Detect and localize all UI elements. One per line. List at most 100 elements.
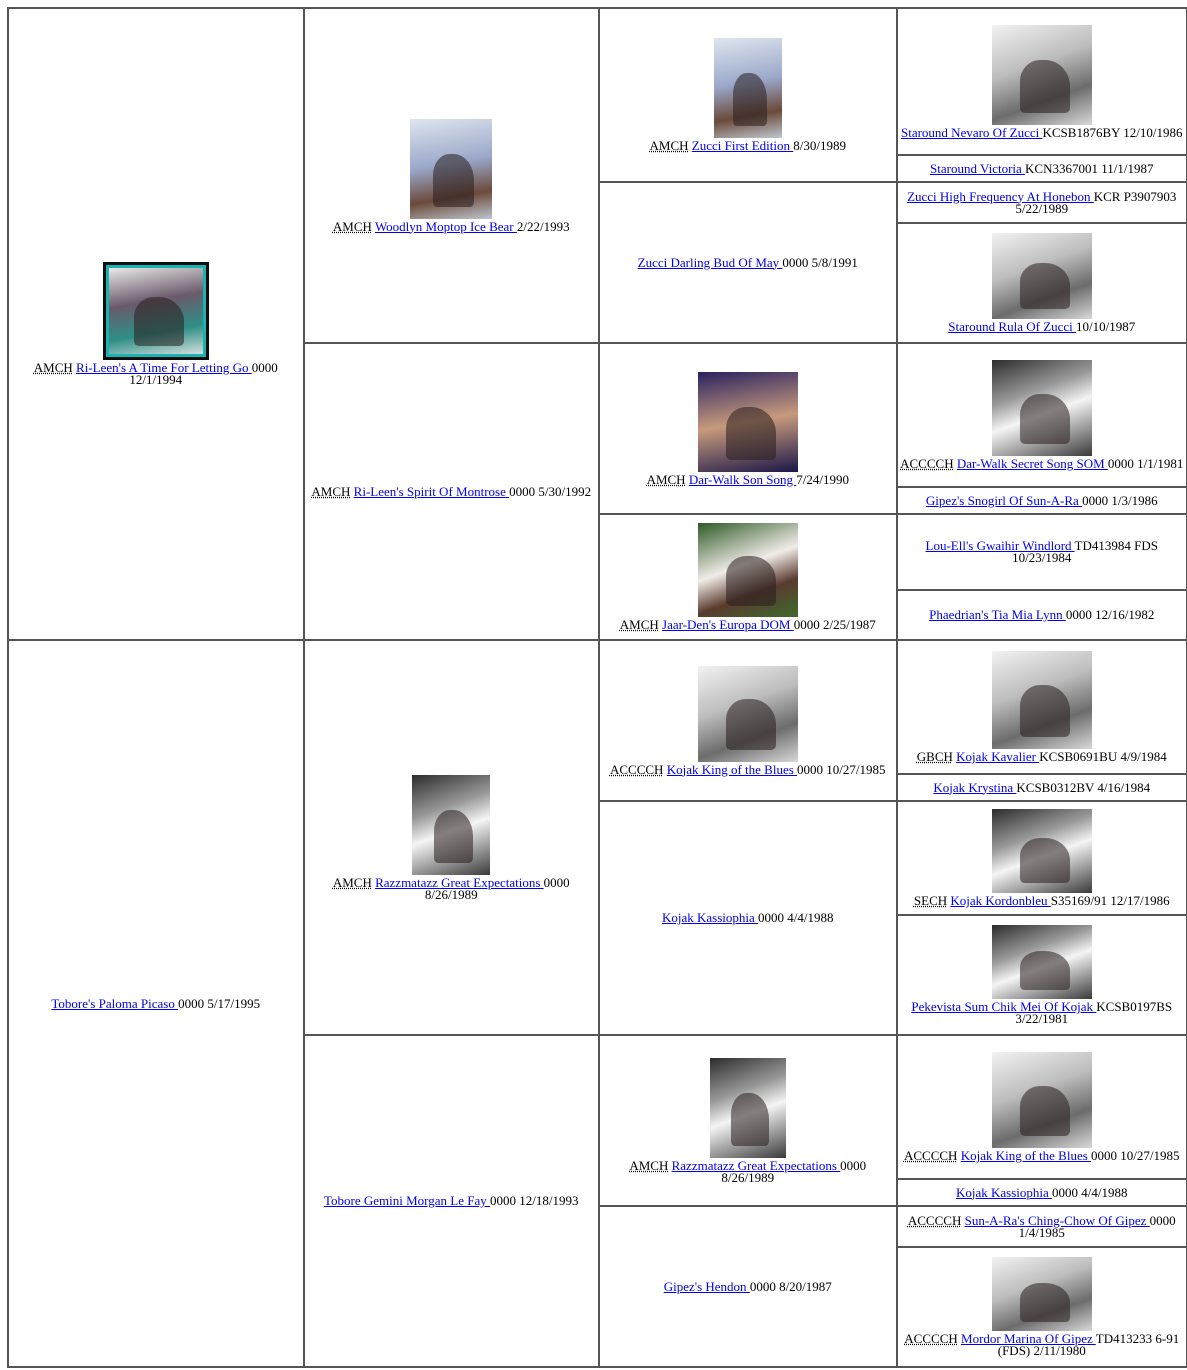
dog-photo[interactable] <box>991 233 1092 319</box>
pedigree-cell: Tobore's Paloma Picaso 0000 5/17/1995 <box>7 639 305 1368</box>
dog-info: 0000 5/8/1991 <box>782 254 858 270</box>
dog-info: 0000 4/4/1988 <box>758 910 834 925</box>
dog-link[interactable]: Gipez's Snogirl Of Sun-A-Ra <box>925 492 1083 508</box>
dog-info: 0000 12/16/1982 <box>1065 607 1155 622</box>
dog-photo[interactable] <box>709 1057 786 1158</box>
dog-link[interactable]: Staround Victoria <box>930 160 1026 176</box>
dog-info: 7/24/1990 <box>796 471 849 487</box>
pedigree-cell: Kojak Kassiophia 0000 4/4/1988 <box>895 1178 1187 1207</box>
dog-link[interactable]: Zucci First Edition <box>691 138 794 153</box>
dog-info: KCSB0312BV 4/16/1984 <box>1016 779 1151 795</box>
dog-link[interactable]: Mordor Marina Of Gipez <box>961 1331 1096 1346</box>
dog-info: 10/10/1987 <box>1076 319 1136 334</box>
dog-link[interactable]: Lou-Ell's Gwaihir Windlord <box>925 538 1075 553</box>
dog-link[interactable]: Woodlyn Moptop Ice Bear <box>374 218 517 234</box>
dog-link[interactable]: Kojak Kavalier <box>956 749 1040 764</box>
title-abbr: AMCH <box>619 617 659 632</box>
dog-link[interactable]: Kojak Kassiophia <box>661 910 759 925</box>
dog-link[interactable]: Tobore's Paloma Picaso <box>51 995 179 1011</box>
pedigree-cell: AMCH Razzmatazz Great Expectations 0000 … <box>598 1034 898 1207</box>
title-abbr: ACCCCH <box>907 1212 962 1228</box>
dog-link[interactable]: Sun-A-Ra's Ching-Chow Of Gipez <box>964 1212 1150 1228</box>
dog-link[interactable]: Razzmatazz Great Expectations <box>671 1157 841 1173</box>
dog-link[interactable]: Staround Rula Of Zucci <box>948 319 1077 334</box>
dog-info: 0000 5/17/1995 <box>178 995 261 1011</box>
dog-photo[interactable] <box>991 925 1092 999</box>
dog-link[interactable]: Ri-Leen's Spirit Of Montrose <box>353 483 510 499</box>
dog-link[interactable]: Ri-Leen's A Time For Letting Go <box>76 360 252 375</box>
dog-info: KCN3367001 11/1/1987 <box>1025 160 1154 176</box>
pedigree-cell: Zucci High Frequency At Honebon KCR P390… <box>895 181 1187 224</box>
pedigree-cell: Kojak Krystina KCSB0312BV 4/16/1984 <box>895 773 1187 802</box>
pedigree-cell: Gipez's Snogirl Of Sun-A-Ra 0000 1/3/198… <box>895 486 1187 515</box>
dog-photo[interactable] <box>991 651 1092 749</box>
title-abbr: ACCCCH <box>900 456 954 471</box>
dog-info: KCSB0197BS 3/22/1981 <box>1015 999 1173 1026</box>
dog-link[interactable]: Kojak King of the Blues <box>666 761 798 777</box>
pedigree-cell: AMCH Jaar-Den's Europa DOM 0000 2/25/198… <box>598 513 898 641</box>
dog-info: TD413984 FDS 10/23/1984 <box>1012 538 1158 565</box>
pedigree-cell: AMCH Woodlyn Moptop Ice Bear 2/22/1993 <box>302 7 600 344</box>
pedigree-cell: Zucci Darling Bud Of May 0000 5/8/1991 <box>598 181 898 344</box>
dog-photo[interactable] <box>412 774 491 875</box>
dog-link[interactable]: Pekevista Sum Chik Mei Of Kojak <box>911 999 1097 1014</box>
pedigree-cell: Staround Victoria KCN3367001 11/1/1987 <box>895 154 1187 183</box>
pedigree-cell: AMCH Dar-Walk Son Song 7/24/1990 <box>598 342 898 515</box>
dog-info: 0000 8/26/1989 <box>721 1157 867 1185</box>
title-abbr: SECH <box>913 893 948 908</box>
pedigree-cell: ACCCCH Sun-A-Ra's Ching-Chow Of Gipez 00… <box>895 1205 1187 1248</box>
dog-info: 0000 5/30/1992 <box>509 483 592 499</box>
dog-link[interactable]: Kojak King of the Blues <box>960 1148 1092 1163</box>
dog-info: 0000 1/4/1985 <box>1018 1212 1176 1240</box>
dog-link[interactable]: Dar-Walk Son Song <box>688 471 797 487</box>
pedigree-cell: Tobore Gemini Morgan Le Fay 0000 12/18/1… <box>302 1034 600 1368</box>
pedigree-cell: ACCCCH Mordor Marina Of Gipez TD413233 6… <box>895 1246 1187 1368</box>
dog-photo[interactable] <box>991 24 1092 125</box>
dog-link[interactable]: Kojak Krystina <box>933 779 1017 795</box>
dog-info: 0000 10/27/1985 <box>797 761 886 777</box>
dog-photo[interactable] <box>102 262 209 360</box>
title-abbr: AMCH <box>649 138 689 153</box>
dog-photo[interactable] <box>697 523 798 617</box>
dog-info: 0000 12/1/1994 <box>129 360 278 387</box>
dog-photo[interactable] <box>991 809 1092 893</box>
dog-info: 0000 8/20/1987 <box>749 1278 832 1294</box>
dog-photo[interactable] <box>991 360 1092 456</box>
dog-photo[interactable] <box>697 665 798 762</box>
title-abbr: AMCH <box>33 360 73 375</box>
dog-photo[interactable] <box>991 1257 1092 1331</box>
dog-info: KCR P3907903 5/22/1989 <box>1015 188 1177 216</box>
pedigree-cell: ACCCCH Kojak King of the Blues 0000 10/2… <box>895 1034 1187 1180</box>
pedigree-cell: Staround Rula Of Zucci 10/10/1987 <box>895 222 1187 344</box>
pedigree-cell: ACCCCH Kojak King of the Blues 0000 10/2… <box>598 639 898 802</box>
title-abbr: ACCCCH <box>904 1331 958 1346</box>
pedigree-cell: ACCCCH Dar-Walk Secret Song SOM 0000 1/1… <box>895 342 1187 488</box>
dog-info: KCSB1876BY 12/10/1986 <box>1042 124 1183 140</box>
dog-link[interactable]: Zucci High Frequency At Honebon <box>907 188 1094 204</box>
dog-info: 0000 12/18/1993 <box>490 1193 579 1208</box>
dog-link[interactable]: Jaar-Den's Europa DOM <box>662 617 794 632</box>
dog-photo[interactable] <box>991 1052 1092 1148</box>
title-abbr: AMCH <box>311 483 351 499</box>
dog-photo[interactable] <box>697 371 798 472</box>
pedigree-cell: Staround Nevaro Of Zucci KCSB1876BY 12/1… <box>895 7 1187 156</box>
dog-link[interactable]: Kojak Kordonbleu <box>950 893 1051 908</box>
dog-link[interactable]: Kojak Kassiophia <box>955 1184 1053 1200</box>
show-photo[interactable] <box>410 118 493 219</box>
dog-link[interactable]: Razzmatazz Great Expectations <box>375 874 544 890</box>
dog-link[interactable]: Zucci Darling Bud Of May <box>637 254 783 270</box>
pedigree-cell: Lou-Ell's Gwaihir Windlord TD413984 FDS … <box>895 513 1187 591</box>
dog-link[interactable]: Phaedrian's Tia Mia Lynn <box>929 607 1066 622</box>
title-abbr: ACCCCH <box>609 761 664 777</box>
title-abbr: AMCH <box>332 218 372 234</box>
dog-link[interactable]: Gipez's Hendon <box>663 1278 750 1294</box>
pedigree-cell: AMCH Zucci First Edition 8/30/1989 <box>598 7 898 183</box>
dog-info: S35169/91 12/17/1986 <box>1050 893 1170 908</box>
dog-photo[interactable] <box>713 38 782 138</box>
pedigree-cell: Gipez's Hendon 0000 8/20/1987 <box>598 1205 898 1368</box>
dog-info: 8/30/1989 <box>793 138 846 153</box>
dog-link[interactable]: Staround Nevaro Of Zucci <box>900 124 1043 140</box>
pedigree-table: AMCH Ri-Leen's A Time For Letting Go 000… <box>7 7 1187 1368</box>
dog-link[interactable]: Tobore Gemini Morgan Le Fay <box>324 1193 491 1208</box>
dog-link[interactable]: Dar-Walk Secret Song SOM <box>956 456 1108 471</box>
